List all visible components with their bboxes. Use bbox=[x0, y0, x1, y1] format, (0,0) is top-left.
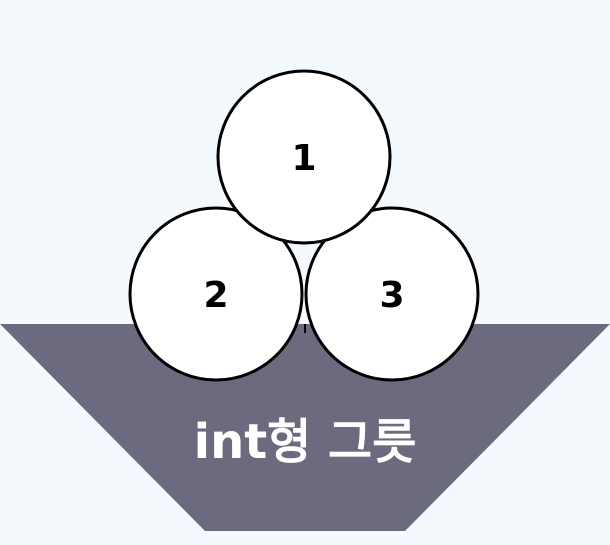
ball-3: 3 bbox=[304, 206, 480, 382]
container-bowl bbox=[0, 324, 610, 531]
ball-2-label: 2 bbox=[203, 275, 228, 316]
ball-1-circle bbox=[216, 69, 392, 245]
ball-1-label: 1 bbox=[291, 138, 316, 179]
container-label: int형 그릇 bbox=[194, 414, 417, 470]
ball-2-circle bbox=[128, 206, 304, 382]
ball-3-circle bbox=[304, 206, 480, 382]
ball-3-label: 3 bbox=[379, 275, 404, 316]
ball-2: 2 bbox=[128, 206, 304, 382]
ball-1: 1 bbox=[216, 69, 392, 245]
